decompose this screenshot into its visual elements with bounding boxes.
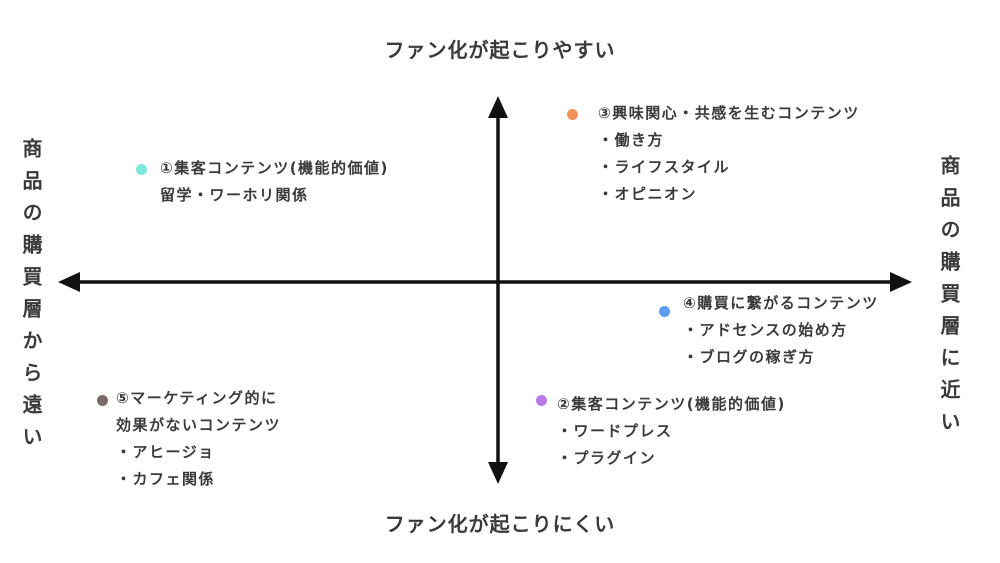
group-5-item: ・カフェ関係 (116, 470, 216, 488)
right-arrowhead (890, 272, 912, 292)
content-group-3: ③興味関心・共感を生むコンテンツ ・働き方 ・ライフスタイル ・オピニオン (567, 100, 860, 208)
group-5-item: ・アヒージョ (116, 443, 215, 461)
group-2-item: ・ワードプレス (557, 422, 673, 440)
group-2-title: ②集客コンテンツ(機能的価値) (557, 395, 786, 413)
group-5-title: 効果がないコンテンツ (116, 416, 282, 434)
axis-label-bottom: ファン化が起こりにくい (384, 512, 616, 536)
horizontal-axis (58, 272, 912, 292)
group-1-item: 留学・ワーホリ関係 (160, 186, 309, 204)
group-5-marker (97, 395, 108, 406)
content-group-1: ①集客コンテンツ(機能的価値) 留学・ワーホリ関係 (136, 155, 389, 209)
group-4-item: ・アドセンスの始め方 (683, 321, 848, 339)
up-arrowhead (488, 96, 508, 118)
group-3-marker (567, 109, 578, 120)
axis-label-top: ファン化が起こりやすい (384, 38, 616, 62)
content-group-2: ②集客コンテンツ(機能的価値) ・ワードプレス ・プラグイン (536, 391, 786, 472)
left-arrowhead (58, 272, 80, 292)
group-5-title: ⑤マーケティング的に (116, 389, 278, 407)
group-4-marker (659, 306, 670, 317)
group-2-item: ・プラグイン (557, 449, 657, 467)
group-3-item: ・ライフスタイル (598, 158, 731, 176)
group-2-marker (536, 395, 547, 406)
content-group-5: ⑤マーケティング的に 効果がないコンテンツ ・アヒージョ ・カフェ関係 (97, 385, 282, 493)
content-group-4: ④購買に繋がるコンテンツ ・アドセンスの始め方 ・ブログの稼ぎ方 (659, 290, 879, 371)
axis-label-right: 商品の購買層に近い (937, 155, 961, 443)
axis-label-left: 商品の購買層から遠い (19, 138, 43, 458)
group-3-item: ・オピニオン (598, 185, 698, 203)
group-3-title: ③興味関心・共感を生むコンテンツ (598, 104, 860, 122)
vertical-axis (488, 96, 508, 484)
down-arrowhead (488, 462, 508, 484)
group-4-title: ④購買に繋がるコンテンツ (683, 294, 879, 312)
group-1-marker (136, 164, 147, 175)
group-1-title: ①集客コンテンツ(機能的価値) (160, 159, 389, 177)
group-4-item: ・ブログの稼ぎ方 (683, 348, 816, 366)
group-3-item: ・働き方 (598, 131, 665, 149)
